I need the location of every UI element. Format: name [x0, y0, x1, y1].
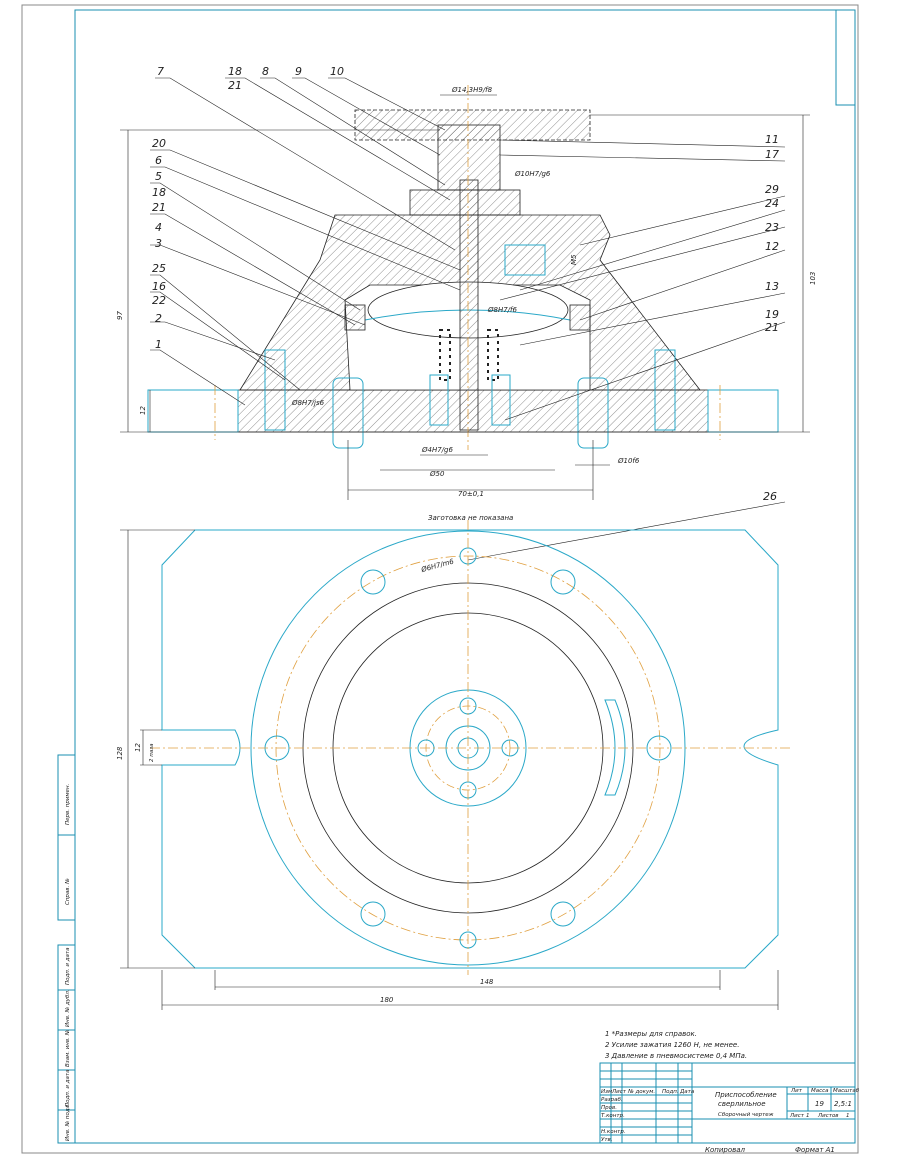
- side-stamp: Перв. примен. Справ. № Подп. и дата Инв.…: [57, 754, 76, 1144]
- stamp-label: Перв. примен.: [65, 783, 71, 825]
- stamp-label: Подп. и дата: [65, 1069, 71, 1107]
- label: 2,5:1: [834, 1100, 852, 1108]
- label: 19: [765, 308, 779, 321]
- label: 18: [228, 65, 242, 78]
- format-label: Формат А1: [795, 1146, 835, 1154]
- label: 4: [155, 221, 162, 234]
- dim-label: 128: [116, 746, 124, 760]
- label: 2 Усилие зажатия 1260 Н, не менее.: [605, 1041, 739, 1049]
- drawing-subtitle: Сборочный чертеж: [718, 1112, 774, 1118]
- label: Лист: [611, 1089, 627, 1095]
- dim-label: 97: [116, 311, 124, 320]
- dim-label: Ø14,3H9/f8: [451, 86, 493, 94]
- label: 12: [765, 240, 779, 253]
- label: 7: [157, 65, 164, 78]
- dim-label: Ø10f6: [617, 457, 640, 465]
- drawing-title: Приспособление: [715, 1091, 777, 1099]
- label: 1: [155, 338, 162, 351]
- label: 1: [806, 1113, 810, 1119]
- dim-label: M5: [570, 254, 578, 265]
- sheet-frame: [21, 4, 859, 1154]
- stamp-label: Инв. № подл.: [65, 1103, 71, 1141]
- title-block: Изм Лист № докум. Подп. Дата Разраб. Про…: [599, 1062, 860, 1144]
- label: 21: [152, 201, 166, 214]
- label: № докум.: [627, 1089, 655, 1095]
- dim-label: Ø6H7/m6: [419, 557, 455, 574]
- workpiece-table: [354, 109, 591, 141]
- plan-view: 128 148 180 12 2 паза Ø6H7/m6: [116, 520, 790, 1010]
- section-view: Ø14,3H9/f8 Ø10H7/g6 Ø8H7/f6 Ø8H7/js6 Ø4H…: [116, 65, 817, 561]
- label: Т.контр.: [601, 1113, 625, 1119]
- label: Утв.: [601, 1137, 613, 1143]
- port-slot: [604, 699, 626, 796]
- dim-label: Ø10H7/g6: [514, 170, 551, 178]
- label: 1: [846, 1113, 850, 1119]
- stamp-label: Справ. №: [65, 878, 71, 905]
- label: Н.контр.: [601, 1129, 626, 1135]
- bolt: [264, 349, 286, 431]
- label: 17: [765, 148, 779, 161]
- label: Лит: [790, 1088, 803, 1094]
- label: 6: [155, 154, 162, 167]
- plan-dimension-lines: [120, 529, 779, 1010]
- label: 3: [155, 237, 162, 250]
- dim-label: 12: [139, 406, 147, 415]
- label: 5: [155, 170, 162, 183]
- label: 10: [330, 65, 344, 78]
- label: 9: [295, 65, 302, 78]
- dim-label: Ø8H7/js6: [291, 399, 325, 407]
- label: Изм: [601, 1089, 612, 1095]
- leader-lines: [150, 77, 786, 561]
- label: 24: [765, 197, 779, 210]
- label: 2: [155, 312, 162, 325]
- technical-notes: 1 *Размеры для справок. 2 Усилие зажатия…: [605, 1030, 747, 1060]
- label: Листов: [817, 1113, 839, 1119]
- spring: [439, 329, 499, 381]
- position-numbers: 7 8 9 10 18 21 11 17 29 24 23 12 13 19 2…: [152, 65, 779, 503]
- label: 11: [765, 133, 779, 146]
- dimension-lines: [120, 94, 810, 500]
- label: 19: [815, 1100, 824, 1108]
- label: 21: [228, 79, 242, 92]
- label: Масса: [811, 1088, 829, 1094]
- label: Разраб.: [601, 1097, 623, 1103]
- stamp-label: Подп. и дата: [65, 947, 71, 985]
- label: 1 *Размеры для справок.: [605, 1030, 697, 1038]
- dim-label: 12: [134, 743, 142, 752]
- stamp-label: Инв. № дубл.: [65, 989, 71, 1027]
- dim-label: Ø4H7/g6: [421, 446, 453, 454]
- dim-label: 180: [380, 996, 394, 1004]
- label: 29: [765, 183, 779, 196]
- label: 23: [765, 221, 779, 234]
- label: 21: [765, 321, 779, 334]
- label: 3 Давление в пневмосистеме 0,4 МПа.: [605, 1052, 747, 1060]
- dim-label: Ø8H7/f6: [487, 306, 518, 314]
- bolt: [654, 349, 676, 431]
- label: Лист: [789, 1113, 805, 1119]
- label: Дата: [679, 1089, 695, 1095]
- label: 25: [152, 262, 166, 275]
- dim-label: 103: [809, 272, 817, 285]
- caption: Заготовка не показана: [428, 514, 513, 522]
- stamp-label: Взам. инв. №: [65, 1029, 71, 1067]
- label: Подп.: [662, 1089, 679, 1095]
- label: 16: [152, 280, 166, 293]
- label: 8: [262, 65, 269, 78]
- dim-label: Ø50: [429, 470, 445, 478]
- label: Масштаб: [833, 1088, 860, 1094]
- label: 18: [152, 186, 166, 199]
- copied-label: Копировал: [705, 1146, 746, 1154]
- air-fitting: [504, 244, 546, 276]
- label: 20: [152, 137, 166, 150]
- dim-label: 148: [480, 978, 494, 986]
- rod: [459, 179, 479, 431]
- dim-label: 2 паза: [149, 743, 155, 762]
- label: 13: [765, 280, 779, 293]
- base-outline: [161, 529, 779, 969]
- label: 26: [763, 490, 777, 503]
- drawing-title: сверлильное: [718, 1100, 766, 1108]
- label: Пров.: [601, 1105, 617, 1111]
- dim-label: 70±0,1: [458, 490, 484, 498]
- label: 22: [152, 294, 166, 307]
